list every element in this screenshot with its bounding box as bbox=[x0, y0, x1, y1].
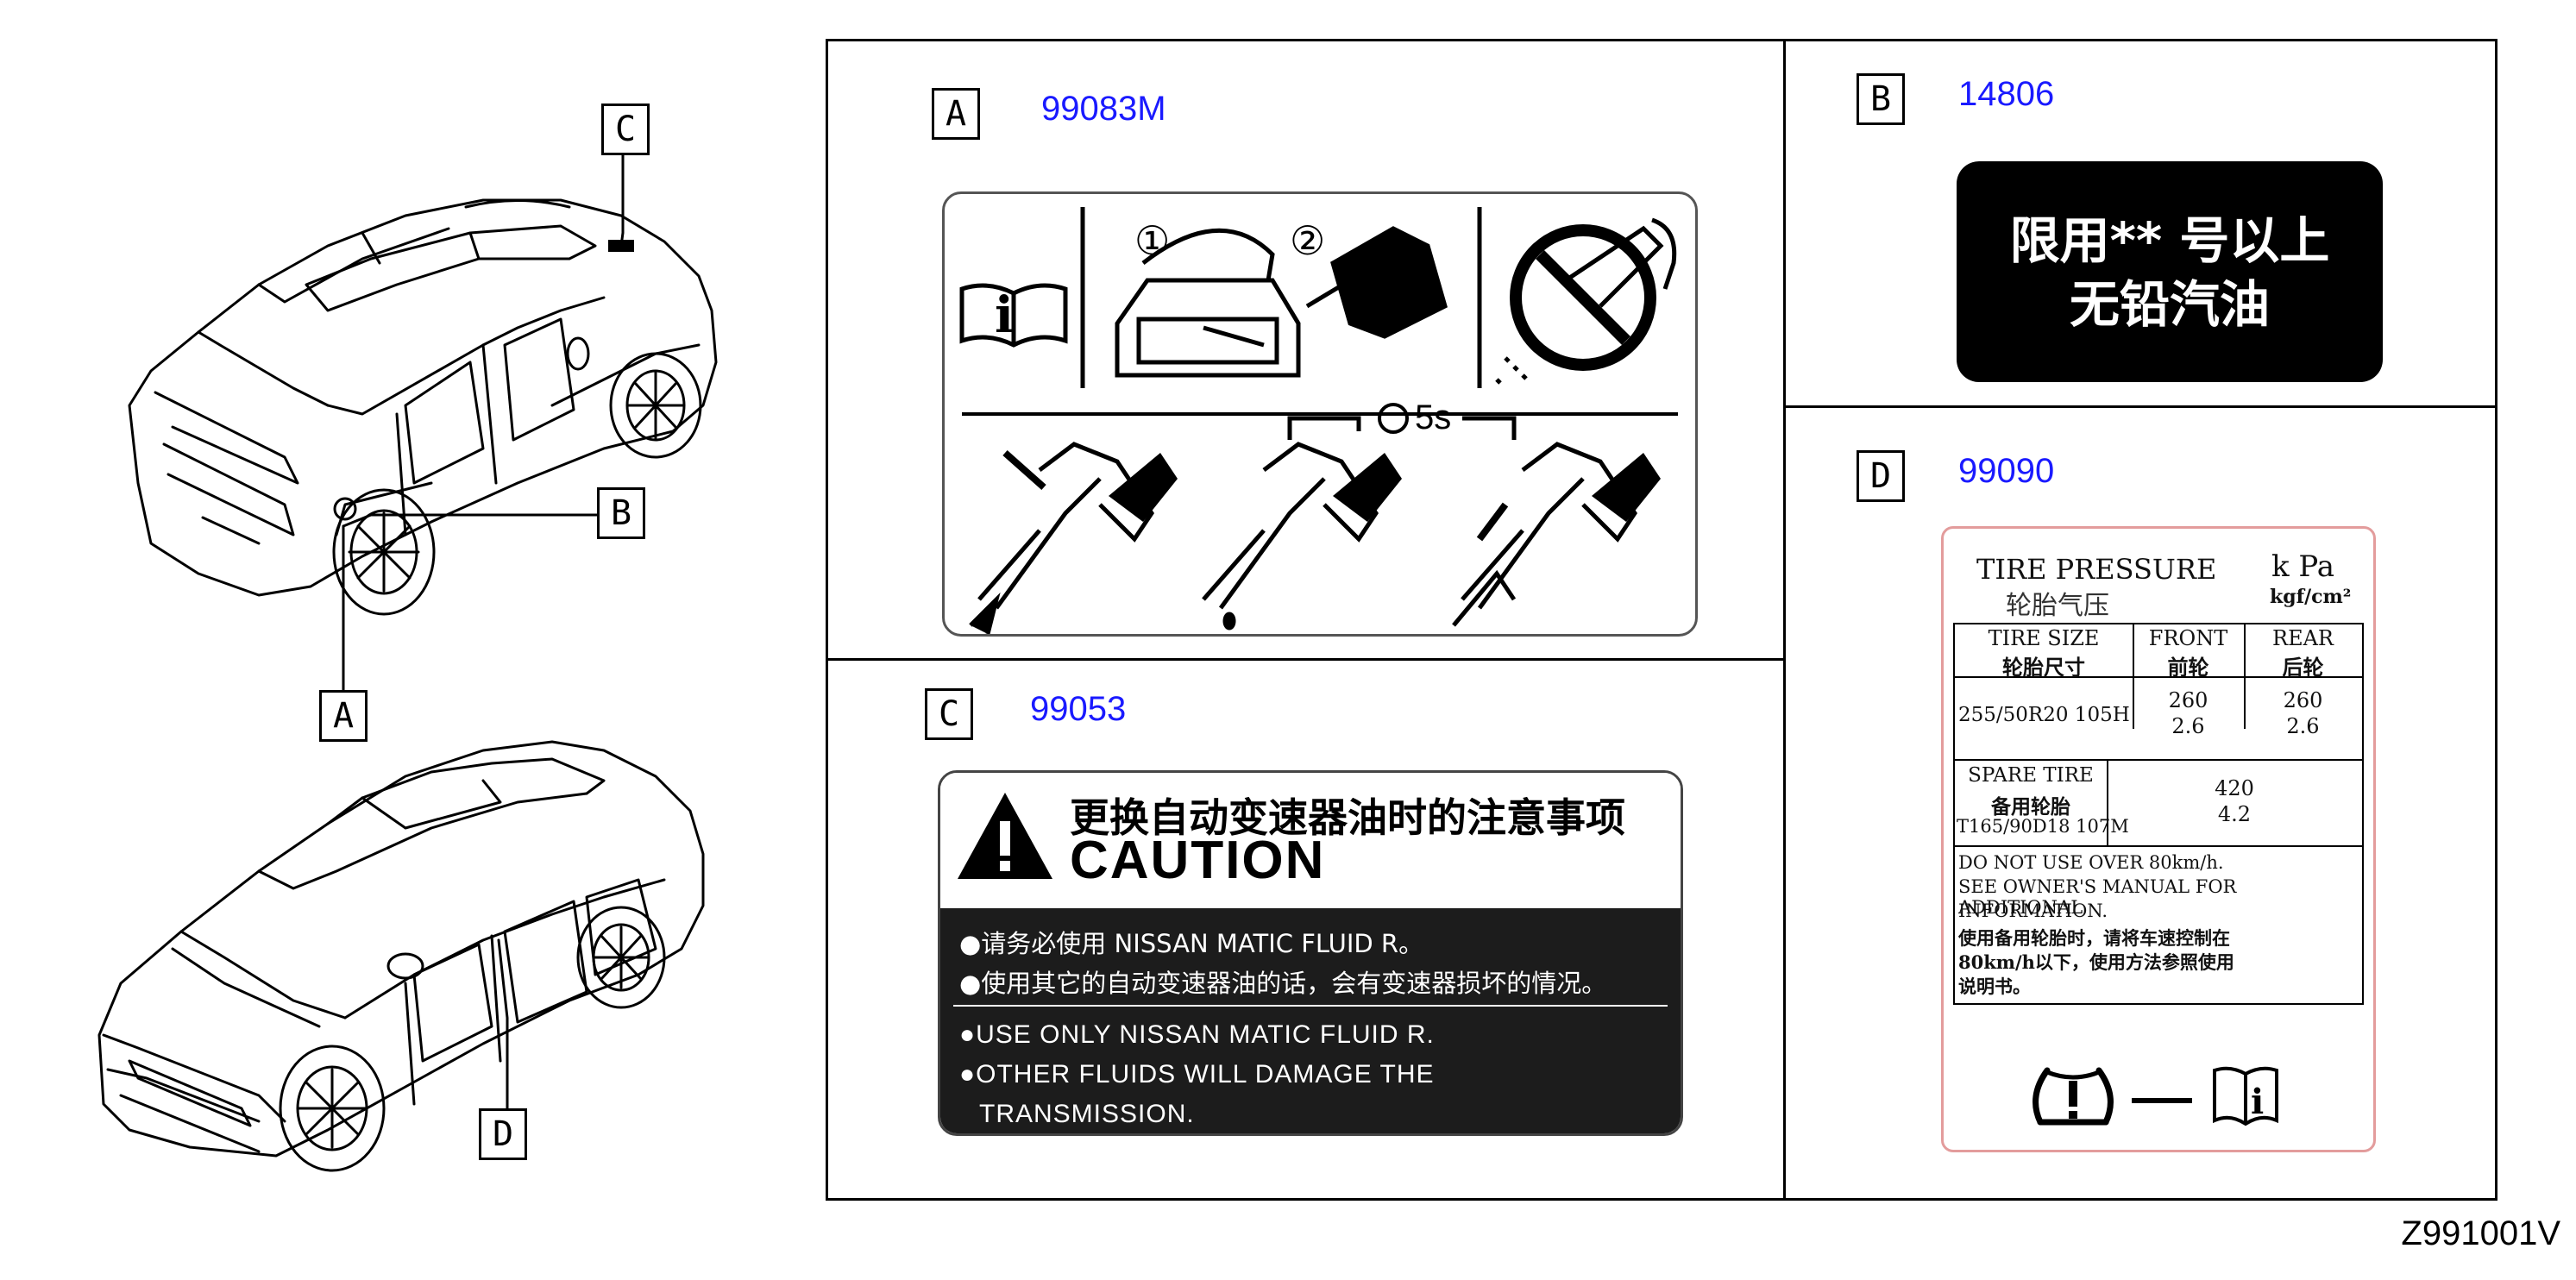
spare-kpa-value: 420 bbox=[2215, 776, 2254, 800]
tire-unit-kgf: kgf/cm² bbox=[2270, 586, 2352, 608]
car-front-view bbox=[97, 740, 705, 1172]
tire-note-4: 使用备用轮胎时，请将车速控制在 bbox=[1958, 927, 2230, 949]
frame-divider-vertical bbox=[1783, 39, 1786, 1201]
front-kgf-value: 2.6 bbox=[2171, 714, 2205, 738]
tire-note-6: 说明书。 bbox=[1958, 976, 2031, 997]
callout-a: A bbox=[319, 690, 368, 742]
fuel-label-pictogram: ① ② i 5s bbox=[942, 191, 1698, 637]
hdr-front-en: FRONT bbox=[2148, 626, 2228, 650]
caution-en-line-3: TRANSMISSION. bbox=[979, 1100, 1195, 1128]
hdr-front-cn: 前轮 bbox=[2167, 655, 2209, 680]
callout-d: D bbox=[479, 1108, 527, 1160]
hdr-size-cn: 轮胎尺寸 bbox=[2002, 655, 2085, 680]
panel-a-part-number: 99083M bbox=[1041, 90, 1166, 128]
warning-triangle-icon bbox=[958, 793, 1052, 879]
car-rear-view bbox=[128, 198, 718, 616]
panel-b-part-number: 14806 bbox=[1958, 75, 2055, 113]
tire-note-2: SEE OWNER'S MANUAL FOR ADDITIONAL bbox=[1958, 876, 2237, 918]
tpms-arrow-line bbox=[2132, 1098, 2192, 1103]
manual-info-icon: i bbox=[995, 285, 1014, 344]
tire-title-en: TIRE PRESSURE bbox=[1976, 553, 2217, 586]
caution-cn-line-2: ●使用其它的自动变速器油的话，会有变速器损坏的情况。 bbox=[959, 969, 1607, 998]
spare-kgf-value: 4.2 bbox=[2217, 802, 2252, 826]
nozzle-step-1 bbox=[969, 442, 1155, 634]
panel-c-letter: C bbox=[925, 688, 973, 740]
spare-title-cn: 备用轮胎 bbox=[1991, 795, 2070, 819]
timer-label: 5s bbox=[1415, 398, 1451, 436]
tire-note-1: DO NOT USE OVER 80km/h. bbox=[1958, 852, 2224, 873]
table-row-line-3 bbox=[1955, 845, 2362, 847]
rear-kpa-value: 260 bbox=[2283, 688, 2323, 712]
table-spare-line bbox=[2107, 761, 2108, 845]
tire-title-cn: 轮胎气压 bbox=[2006, 591, 2109, 621]
tire-unit-kpa: k Pa bbox=[2271, 549, 2335, 584]
caution-label: 更换自动变速器油时的注意事项 CAUTION ●请务必使用 NISSAN MAT… bbox=[938, 770, 1683, 1136]
tire-size-value: 255/50R20 105H bbox=[1958, 704, 2130, 726]
tire-note-3: INFORMATION. bbox=[1958, 900, 2108, 921]
panel-b-letter: B bbox=[1857, 73, 1905, 125]
unleaded-line-2: 无铅汽油 bbox=[2069, 275, 2270, 334]
unleaded-line-1: 限用** 号以上 bbox=[2009, 211, 2330, 270]
hdr-rear-en: REAR bbox=[2272, 626, 2334, 650]
callout-b: B bbox=[597, 487, 645, 539]
nozzle-step-3 bbox=[1452, 442, 1638, 627]
tpms-warning-icon bbox=[2033, 1067, 2114, 1126]
caution-en-line-1: ●USE ONLY NISSAN MATIC FLUID R. bbox=[959, 1020, 1435, 1049]
panel-c-part-number: 99053 bbox=[1030, 690, 1127, 728]
unleaded-fuel-label: 限用** 号以上 无铅汽油 bbox=[1957, 161, 2383, 382]
panel-d-part-number: 99090 bbox=[1958, 452, 2055, 490]
frame-divider-right bbox=[1783, 405, 2497, 408]
manual-book-icon: i bbox=[2213, 1066, 2278, 1126]
caution-divider bbox=[953, 1005, 1668, 1007]
hdr-size-en: TIRE SIZE bbox=[1988, 626, 2100, 650]
manual-book-icon bbox=[959, 283, 1068, 348]
frame-divider-left bbox=[826, 658, 1785, 661]
callout-c: C bbox=[601, 104, 650, 155]
step-2-icon: ② bbox=[1290, 217, 1325, 264]
caution-title-en: CAUTION bbox=[1070, 831, 1326, 890]
tire-pressure-table: TIRE SIZE 轮胎尺寸 FRONT 前轮 REAR 后轮 255/50R2… bbox=[1953, 623, 2364, 1005]
tire-note-5: 80km/h以下，使用方法参照使用 bbox=[1958, 951, 2234, 973]
panel-a-letter: A bbox=[932, 88, 980, 140]
tire-pressure-label: TIRE PRESSURE 轮胎气压 k Pa kgf/cm² TIRE SIZ… bbox=[1941, 526, 2376, 1152]
table-row-line-2 bbox=[1955, 759, 2362, 761]
figure-code: Z991001V bbox=[2401, 1214, 2560, 1252]
front-kpa-value: 260 bbox=[2168, 688, 2208, 712]
hdr-rear-cn: 后轮 bbox=[2282, 655, 2324, 680]
manual-info-icon: i bbox=[2251, 1082, 2264, 1122]
car-illustrations bbox=[97, 152, 718, 1172]
table-row-line-1 bbox=[1955, 676, 2362, 678]
caution-en-line-2: ●OTHER FLUIDS WILL DAMAGE THE bbox=[959, 1060, 1435, 1089]
caution-cn-line-1: ●请务必使用 NISSAN MATIC FLUID R。 bbox=[959, 929, 1424, 958]
step-1-icon: ① bbox=[1134, 217, 1170, 264]
rear-kgf-value: 2.6 bbox=[2286, 714, 2320, 738]
panel-d-letter: D bbox=[1857, 450, 1905, 502]
spare-title-en: SPARE TIRE bbox=[1968, 764, 2094, 787]
spare-size-value: T165/90D18 107M bbox=[1957, 816, 2129, 837]
caution-title-cn: 更换自动变速器油时的注意事项 bbox=[1070, 794, 1625, 841]
labels-frame bbox=[826, 39, 2497, 1201]
